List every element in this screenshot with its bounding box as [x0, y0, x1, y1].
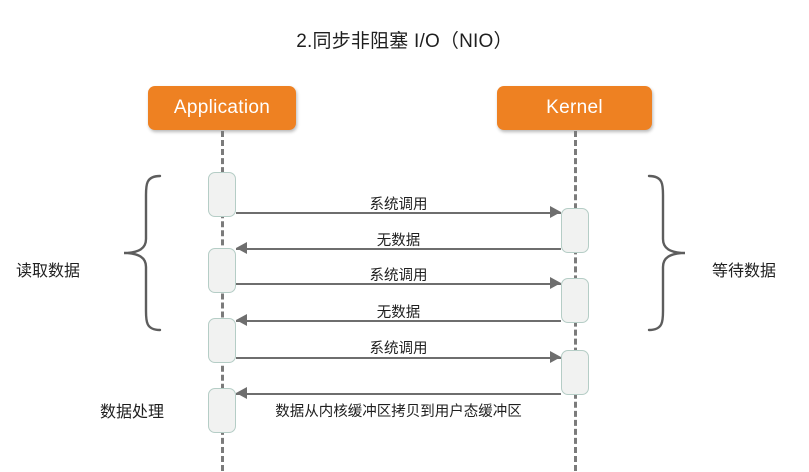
brace-right-icon — [647, 174, 685, 332]
activation-kernel-3 — [561, 350, 589, 395]
participant-application-label: Application — [173, 97, 271, 118]
message-label-5: 系统调用 — [369, 341, 428, 357]
message-line-4 — [236, 320, 561, 322]
participant-kernel[interactable]: Kernel — [497, 86, 652, 130]
arrowhead-right-icon-3 — [550, 277, 561, 289]
message-line-6 — [236, 393, 561, 395]
arrowhead-left-icon-4 — [236, 314, 247, 326]
arrowhead-left-icon-6 — [236, 387, 247, 399]
activation-kernel-1 — [561, 208, 589, 253]
lifeline-application — [221, 131, 224, 471]
arrowhead-left-icon-2 — [236, 242, 247, 254]
message-label-4: 无数据 — [376, 305, 421, 321]
activation-application-2 — [208, 248, 236, 293]
activation-application-4 — [208, 388, 236, 433]
group-label-data-process: 数据处理 — [100, 404, 165, 421]
message-label-2: 无数据 — [376, 233, 421, 249]
participant-kernel-label: Kernel — [546, 97, 603, 118]
message-label-6: 数据从内核缓冲区拷贝到用户态缓冲区 — [275, 404, 522, 420]
message-line-1 — [236, 212, 561, 214]
participant-application[interactable]: Application — [148, 86, 296, 130]
group-label-read-data: 读取数据 — [16, 263, 81, 280]
activation-kernel-2 — [561, 278, 589, 323]
message-label-1: 系统调用 — [369, 197, 428, 213]
arrowhead-right-icon-5 — [550, 351, 561, 363]
page-title: 2.同步非阻塞 I/O（NIO） — [296, 31, 513, 52]
brace-left-icon — [124, 174, 162, 332]
message-label-3: 系统调用 — [369, 268, 428, 284]
activation-application-1 — [208, 172, 236, 217]
group-label-wait-data: 等待数据 — [712, 263, 777, 280]
message-line-2 — [236, 248, 561, 250]
message-line-3 — [236, 283, 561, 285]
message-line-5 — [236, 357, 561, 359]
arrowhead-right-icon-1 — [550, 206, 561, 218]
activation-application-3 — [208, 318, 236, 363]
